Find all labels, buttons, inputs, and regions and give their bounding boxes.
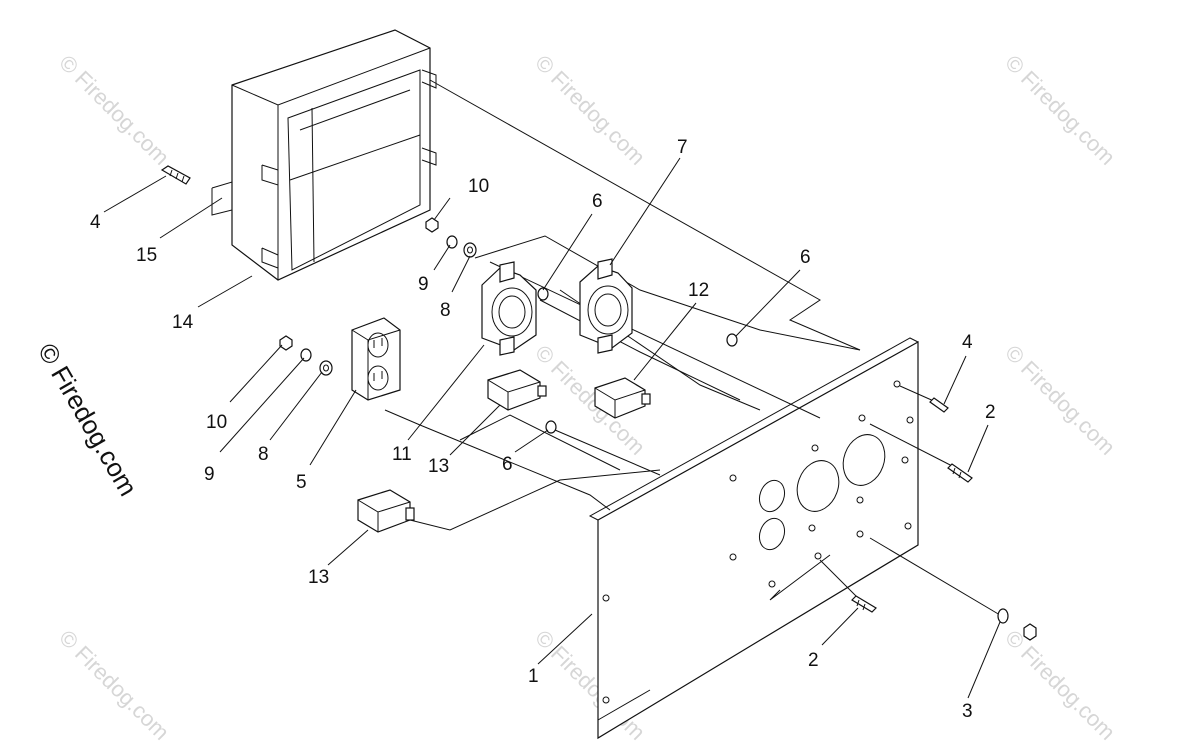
screw-right-upper — [929, 397, 949, 413]
callout-labels: 1 2 2 3 4 4 5 6 6 6 7 8 8 9 9 10 10 11 1… — [90, 137, 996, 722]
callout-8-upper: 8 — [440, 300, 451, 321]
flat-washer-lower — [319, 360, 333, 376]
o-ring-a — [537, 287, 549, 301]
callout-6-c: 6 — [502, 454, 513, 475]
twist-lock-receptacle-left — [481, 261, 537, 356]
callout-5: 5 — [296, 472, 307, 493]
callout-15: 15 — [136, 245, 157, 266]
callout-4-left: 4 — [90, 212, 101, 233]
screw-right-middle — [947, 463, 973, 483]
o-ring-b — [726, 333, 738, 347]
screw-bottom — [851, 595, 877, 613]
callout-8-lower: 8 — [258, 444, 269, 465]
flat-washer-upper — [463, 242, 477, 258]
nut-lower — [279, 335, 293, 351]
circuit-breaker-lower — [357, 489, 415, 533]
circuit-breaker-upper-right — [594, 377, 651, 419]
callout-9-lower: 9 — [204, 464, 215, 485]
callout-2-right: 2 — [985, 402, 996, 423]
circuit-breaker-upper-left — [487, 369, 547, 411]
callout-6-b: 6 — [800, 247, 811, 268]
control-panel-plate — [588, 337, 919, 740]
twist-lock-receptacle-right — [579, 258, 633, 354]
nut-bottom-right — [1023, 623, 1037, 641]
duplex-receptacle — [351, 317, 401, 401]
callout-4-right: 4 — [962, 332, 973, 353]
callout-6-a: 6 — [592, 191, 603, 212]
lock-washer-upper — [446, 235, 458, 249]
callout-7: 7 — [677, 137, 688, 158]
nut-upper — [425, 217, 439, 233]
callout-13-lower: 13 — [308, 567, 329, 588]
callout-9-upper: 9 — [418, 274, 429, 295]
leader-lines — [103, 157, 1001, 699]
callout-1: 1 — [528, 666, 539, 687]
callout-12: 12 — [688, 280, 709, 301]
ring-bottom-right — [997, 608, 1009, 624]
callout-10-lower: 10 — [206, 412, 227, 433]
callout-13-upper: 13 — [428, 456, 449, 477]
callout-2-bottom: 2 — [808, 650, 819, 671]
screw-top-left — [160, 165, 191, 185]
outlet-box — [211, 29, 437, 281]
callout-3: 3 — [962, 701, 973, 722]
callout-14: 14 — [172, 312, 194, 333]
callout-11: 11 — [392, 444, 412, 465]
o-ring-c — [545, 420, 557, 434]
callout-10-upper: 10 — [468, 176, 489, 197]
